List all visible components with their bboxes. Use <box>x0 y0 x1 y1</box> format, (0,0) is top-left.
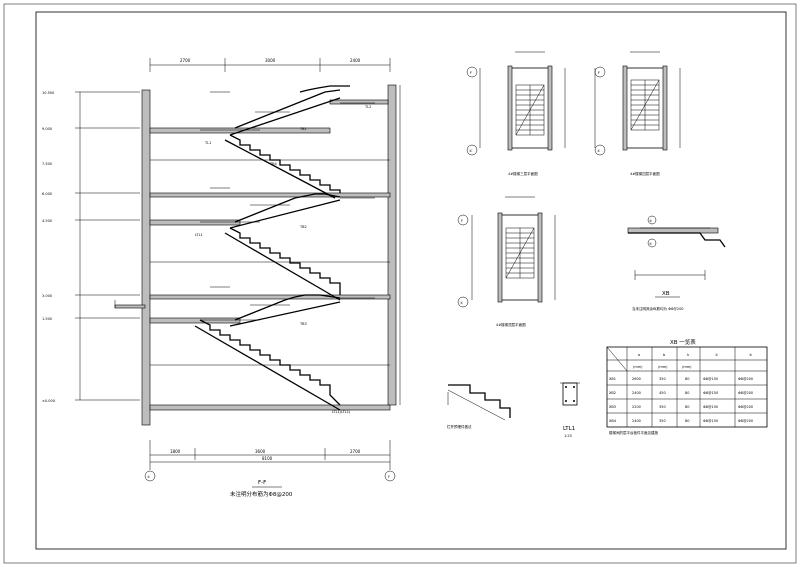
th-rebar2: ② <box>749 353 752 357</box>
right-wall <box>387 84 397 406</box>
floor-slabs <box>114 99 391 411</box>
beam-tags: TL1 TL2 TB1 TB2 TB3 TB4 LTL1 LTL1(LTL1) <box>195 105 371 414</box>
top-dim-2: 3000 <box>265 58 276 63</box>
level-6: 3.000 <box>42 294 52 298</box>
r2-c5: Φ8@150 <box>703 391 718 395</box>
r4-c1: XB4 <box>609 419 617 423</box>
r3-c3: 350 <box>659 405 666 409</box>
p1-caption: 4#楼梯三层平面图 <box>508 171 538 176</box>
top-dimensions: 2700 3000 2400 <box>149 58 391 72</box>
table-footnote: 楼梯间的层平台板件平面见建施 <box>609 430 658 435</box>
xb-note: 当未注明其余纵筋均为 Ф8@200 <box>632 306 684 311</box>
level-7: 1.500 <box>42 317 52 321</box>
r2-c3: 450 <box>659 391 666 395</box>
bottom-total: 8100 <box>262 456 273 461</box>
rebar-lines <box>200 91 375 321</box>
tag-tl2: TL2 <box>364 105 371 109</box>
bottom-dimensions: 1800 3600 2700 8100 ① F <box>144 440 396 482</box>
top-dim-1: 2700 <box>180 58 191 63</box>
tu-a: (mm) <box>633 365 643 369</box>
p3-axis-top: F <box>461 219 463 223</box>
stair-flights <box>194 85 350 411</box>
xb-tag-top: ② <box>649 219 652 223</box>
r2-c6: Φ8@200 <box>738 391 753 395</box>
r3-c2: 2200 <box>632 405 641 409</box>
ltl1-caption: LTL1 <box>563 426 575 432</box>
r1-c1: XB1 <box>609 377 616 381</box>
r3-c6: Φ8@200 <box>738 405 753 409</box>
r1-c2: 2600 <box>632 377 641 381</box>
axis-left-label: ① <box>147 475 150 479</box>
r4-c5: Φ8@150 <box>703 419 718 423</box>
r2-c1: XB2 <box>609 391 616 395</box>
railing-caption: 栏杆预埋件做法 <box>447 424 472 429</box>
tag-ltl1: LTL1 <box>195 233 203 237</box>
r3-c5: Φ8@150 <box>703 405 718 409</box>
tag-tb4: TB4 <box>269 162 278 166</box>
th-h: h <box>687 353 689 357</box>
level-1: 10.500 <box>42 91 54 95</box>
r3-c1: XB3 <box>609 405 616 409</box>
stair-plan-3f: F ① 4#楼梯三层平面图 <box>466 51 566 176</box>
level-8: ±0.000 <box>42 399 55 403</box>
bottom-dim-1: 1800 <box>170 449 181 454</box>
r2-c4: 80 <box>685 391 689 395</box>
level-4: 6.000 <box>42 192 52 196</box>
th-rebar1: ① <box>715 353 718 357</box>
bottom-dim-3: 2700 <box>350 449 361 454</box>
level-2: 9.000 <box>42 127 52 131</box>
section-note: 未注明分布筋为Φ8@200 <box>230 490 293 498</box>
level-3: 7.500 <box>42 162 52 166</box>
tag-tl1: TL1 <box>204 141 211 145</box>
ltl1-detail: LTL1 1:25 <box>560 382 580 438</box>
xb-table: XB 一览表 a b h ① ② (mm) (mm) (mm) XB1 2600… <box>606 338 768 435</box>
section-mark: F-F <box>258 480 266 486</box>
r2-c2: 2400 <box>632 391 641 395</box>
p1-axis-top: F <box>470 71 472 75</box>
stair-plan-roof: F ① 4#楼梯顶层平面图 <box>457 196 556 327</box>
table-title: XB 一览表 <box>670 338 696 346</box>
th-a: a <box>638 353 640 357</box>
p2-caption: 4#楼梯四层平面图 <box>630 171 660 176</box>
sheet-border <box>3 3 797 564</box>
r4-c6: Φ8@200 <box>738 419 753 423</box>
p3-caption: 4#楼梯顶层平面图 <box>496 322 526 327</box>
tag-tb3: TB3 <box>299 322 307 326</box>
xb-tag-mid: ① <box>649 242 652 246</box>
axis-right-circle <box>384 470 396 482</box>
tag-tb2: TB2 <box>299 225 307 229</box>
left-wall <box>141 89 151 426</box>
r1-c6: Φ8@200 <box>738 377 753 381</box>
p2-axis-bottom: ① <box>597 149 600 153</box>
r1-c4: 80 <box>685 377 689 381</box>
tag-tb1: TB1 <box>299 127 307 131</box>
xb-detail: ② ① XB 当未注明其余纵筋均为 Ф8@200 <box>627 215 726 311</box>
tu-b: (mm) <box>658 365 668 369</box>
drawing-frame <box>35 11 787 550</box>
axis-left-circle <box>144 470 156 482</box>
p3-axis-bottom: ① <box>460 301 463 305</box>
stair-plan-4f: F ① 4#楼梯四层平面图 <box>594 51 681 176</box>
r4-c2: 2400 <box>632 419 641 423</box>
r4-c4: 80 <box>685 419 689 423</box>
axis-right-label: F <box>388 475 390 479</box>
tu-h: (mm) <box>682 365 692 369</box>
r1-c3: 350 <box>659 377 666 381</box>
bottom-dim-2: 3600 <box>255 449 266 454</box>
r3-c4: 80 <box>685 405 689 409</box>
p1-axis-bottom: ① <box>469 149 472 153</box>
section-drawing: 2700 3000 2400 10.500 9.000 7.500 6.000 … <box>42 58 401 498</box>
ltl1-scale: 1:25 <box>564 434 572 438</box>
left-level-marks: 10.500 9.000 7.500 6.000 4.500 3.000 1.5… <box>42 91 140 403</box>
top-dim-3: 2400 <box>350 58 361 63</box>
xb-caption: XB <box>662 291 670 297</box>
level-5: 4.500 <box>42 219 52 223</box>
th-b: b <box>663 353 666 357</box>
railing-detail: 栏杆预埋件做法 <box>447 384 511 429</box>
r4-c3: 350 <box>659 419 666 423</box>
base-note: LTL1(LTL1) <box>332 410 351 414</box>
p2-axis-top: F <box>598 71 600 75</box>
r1-c5: Φ8@150 <box>703 377 718 381</box>
